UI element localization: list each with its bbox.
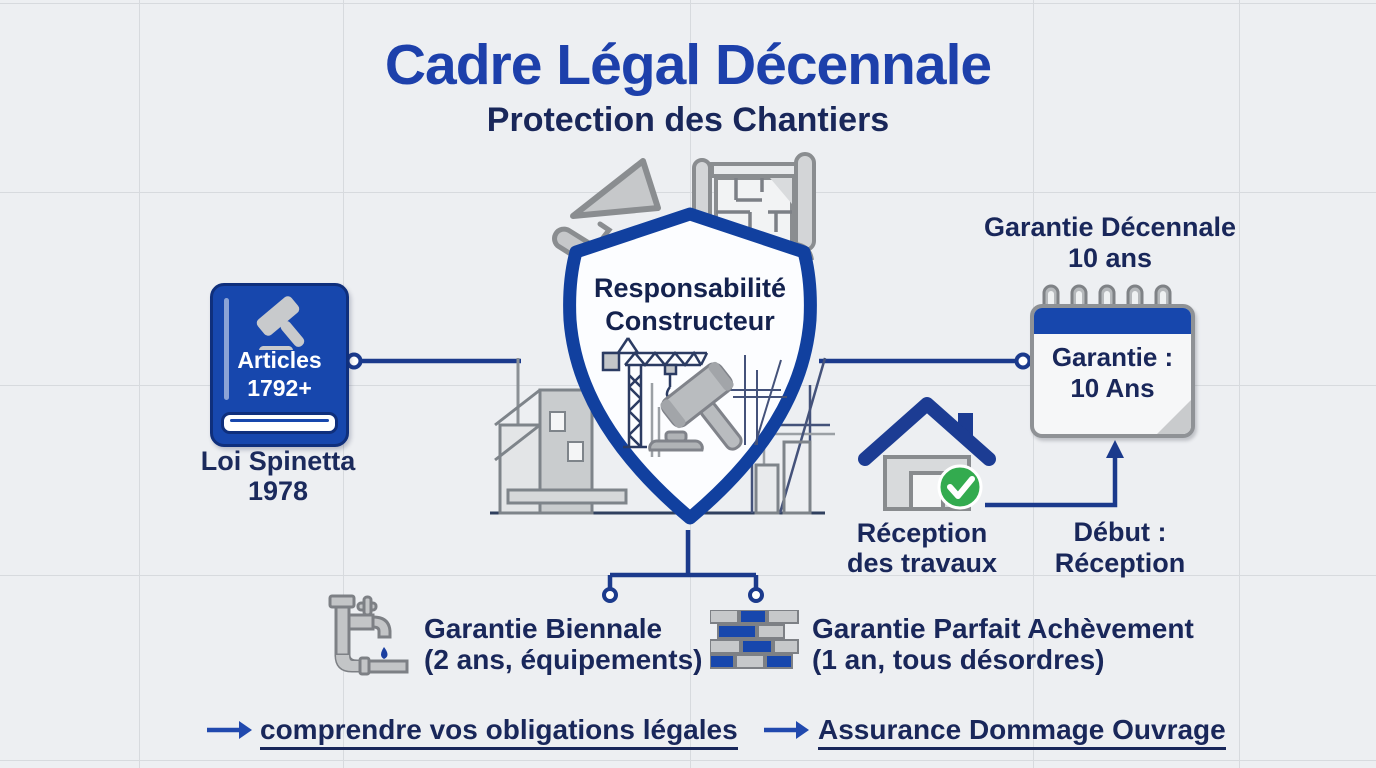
biennale-line-1: Garantie Biennale (424, 613, 663, 644)
book-cover-text: Articles 1792+ (213, 346, 346, 402)
law-caption: Loi Spinetta 1978 (188, 446, 368, 506)
book-cover-line-1: Articles (237, 347, 322, 373)
decennale-heading-line-1: Garantie Décennale (983, 212, 1237, 242)
reception-line-1: Réception (856, 518, 988, 548)
faucet-icon (328, 594, 409, 676)
law-book-icon: Articles 1792+ (210, 283, 349, 447)
page-title: Cadre Légal Décennale (384, 33, 992, 97)
house-check-icon (858, 397, 996, 511)
reception-caption: Réception des travaux (838, 518, 1006, 578)
calendar-text: Garantie : 10 Ans (1034, 342, 1191, 404)
water-drop-icon (381, 647, 388, 659)
book-pages (221, 412, 338, 434)
calendar-fold-corner (1157, 400, 1191, 434)
shield-line-1: Responsabilité (593, 273, 787, 303)
grid-line (0, 3, 1376, 4)
calendar-icon: Garantie : 10 Ans (1030, 282, 1195, 438)
page-subtitle: Protection des Chantiers (486, 101, 890, 139)
law-caption-line-1: Loi Spinetta (200, 446, 356, 476)
start-label: Début : Réception (1054, 517, 1186, 578)
parfait-achevement-item: Garantie Parfait Achèvement (1 an, tous … (812, 613, 1194, 675)
parfait-line-2: (1 an, tous désordres) (812, 644, 1105, 675)
calendar-header-band (1034, 308, 1191, 334)
gavel-icon (256, 296, 305, 350)
grid-line (0, 192, 1376, 193)
decennale-heading-line-2: 10 ans (1067, 243, 1153, 273)
grid-line (1239, 0, 1240, 768)
link-obligations[interactable]: comprendre vos obligations légales (260, 714, 738, 750)
parfait-line-1: Garantie Parfait Achèvement (812, 613, 1194, 644)
reception-line-2: des travaux (846, 548, 998, 578)
biennale-line-2: (2 ans, équipements) (424, 644, 703, 675)
check-icon (937, 464, 983, 510)
decennale-heading: Garantie Décennale 10 ans (955, 212, 1265, 274)
calendar-body: Garantie : 10 Ans (1030, 304, 1195, 438)
link-assurance[interactable]: Assurance Dommage Ouvrage (818, 714, 1226, 750)
book-cover-line-2: 1792+ (247, 375, 312, 401)
bricks-icon (710, 610, 799, 669)
law-caption-line-2: 1978 (247, 476, 309, 506)
calendar-line-2: 10 Ans (1070, 373, 1155, 403)
biennale-item: Garantie Biennale (2 ans, équipements) (424, 613, 703, 675)
shield-line-2: Constructeur (605, 306, 775, 336)
shield-label: Responsabilité Constructeur (558, 272, 822, 338)
grid-line (0, 760, 1376, 761)
grid-line (139, 0, 140, 768)
connector-shield-bottom (602, 530, 764, 603)
book-spine (224, 298, 229, 400)
calendar-line-1: Garantie : (1051, 342, 1174, 372)
arrow-right-icon (207, 721, 252, 739)
gavel-icon (648, 361, 743, 452)
crane-icon (601, 337, 787, 457)
connector-shield-calendar (819, 352, 1032, 370)
arrow-up-icon (985, 440, 1124, 508)
arrow-right-icon (764, 721, 809, 739)
